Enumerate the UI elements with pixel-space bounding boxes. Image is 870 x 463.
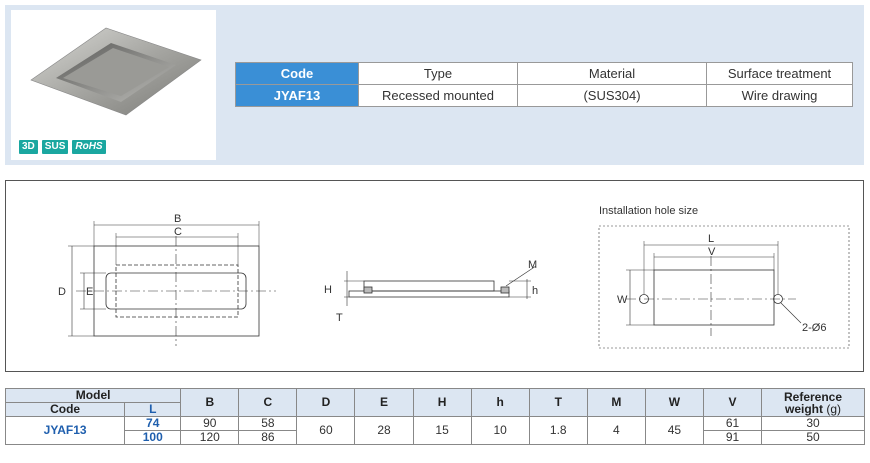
dimension-table: Model B C D E H h T M W V Reference weig…	[4, 388, 865, 445]
side-flange	[348, 290, 510, 298]
row-2-l: 100	[124, 430, 182, 445]
spec-header-code: Code	[235, 62, 359, 85]
spec-value-material: (SUS304)	[517, 84, 707, 107]
header-code: Code	[4, 402, 126, 417]
row-1-l: 74	[124, 416, 182, 431]
label-hole: 2-Ø6	[802, 322, 826, 334]
value-e: 28	[354, 416, 414, 445]
label-v: V	[708, 246, 716, 258]
weight-label-line2: weight	[785, 401, 823, 416]
recessed-handle-image	[30, 27, 202, 116]
header-e: E	[354, 388, 414, 417]
spec-value-type: Recessed mounted	[358, 84, 518, 107]
side-body	[363, 280, 495, 292]
label-t: T	[336, 312, 343, 324]
installation-title: Installation hole size	[599, 205, 699, 217]
spec-value-surface: Wire drawing	[706, 84, 853, 107]
row-2-c: 86	[238, 430, 298, 445]
spec-header-surface: Surface treatment	[706, 62, 853, 85]
spec-header-material: Material	[517, 62, 707, 85]
weight-unit: (g)	[826, 401, 842, 416]
row-2-b: 120	[180, 430, 240, 445]
header-d: D	[296, 388, 356, 417]
header-w: W	[644, 388, 704, 417]
spec-value-code: JYAF13	[235, 84, 359, 107]
sus-badge: SUS	[41, 140, 69, 154]
header-v: V	[702, 388, 763, 417]
row-2-weight: 50	[761, 430, 865, 445]
label-e: E	[86, 286, 93, 298]
value-t: 1.8	[528, 416, 588, 445]
product-header-panel: 3D SUS RoHS Code Type Material Surface t…	[5, 5, 864, 165]
dimension-drawings: B C D E H T M h L V W 2-Ø6	[58, 213, 850, 349]
label-l: L	[708, 233, 714, 245]
value-h-lower: 10	[470, 416, 530, 445]
row-1-c: 58	[238, 416, 298, 431]
spec-table: Code Type Material Surface treatment JYA…	[235, 62, 853, 107]
row-1-weight: 30	[761, 416, 865, 431]
row-1-b: 90	[180, 416, 240, 431]
spec-header-type: Type	[358, 62, 518, 85]
row-1-v: 61	[702, 416, 763, 431]
header-weight: Reference weight (g)	[761, 388, 865, 417]
label-m: M	[528, 259, 537, 271]
row-2-v: 91	[702, 430, 763, 445]
label-b: B	[174, 213, 181, 225]
value-d: 60	[296, 416, 356, 445]
label-h-lower: h	[532, 285, 538, 297]
3d-badge: 3D	[19, 140, 38, 154]
product-photo: 3D SUS RoHS	[11, 10, 216, 160]
header-m: M	[586, 388, 646, 417]
row-code: JYAF13	[4, 416, 126, 445]
installation-cutout	[653, 269, 775, 326]
technical-drawing-panel: B C D E H T M h L V W 2-Ø6 Installation …	[5, 180, 864, 372]
installation-frame	[598, 225, 850, 349]
label-c: C	[174, 226, 182, 238]
value-m: 4	[586, 416, 646, 445]
header-h-lower: h	[470, 388, 530, 417]
header-c: C	[238, 388, 298, 417]
label-w: W	[617, 294, 628, 306]
value-h-upper: 15	[412, 416, 472, 445]
label-h-upper: H	[324, 284, 332, 296]
header-l: L	[124, 402, 182, 417]
header-model: Model	[4, 388, 182, 403]
weight-label-line1: Reference	[784, 389, 843, 404]
header-b: B	[180, 388, 240, 417]
rohs-badge: RoHS	[72, 140, 106, 154]
header-t: T	[528, 388, 588, 417]
header-h-upper: H	[412, 388, 472, 417]
value-w: 45	[644, 416, 704, 445]
label-d: D	[58, 286, 66, 298]
